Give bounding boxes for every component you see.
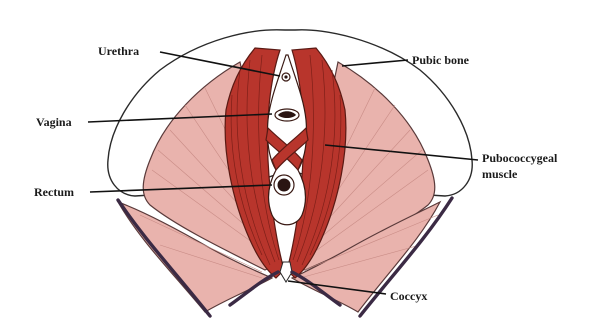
rectum-lumen <box>278 179 291 192</box>
coccyx-label: Coccyx <box>390 289 427 303</box>
pubococcygeal-label-line1: Pubococcygeal <box>482 151 558 165</box>
pubic-bone-label: Pubic bone <box>412 53 470 67</box>
rectum-label: Rectum <box>34 185 74 199</box>
urethra-lumen <box>284 75 287 78</box>
coccyx-shape <box>280 262 292 282</box>
vagina-label: Vagina <box>36 115 72 129</box>
pubococcygeal-label-line2: muscle <box>482 167 518 181</box>
urethra-label: Urethra <box>98 44 139 58</box>
